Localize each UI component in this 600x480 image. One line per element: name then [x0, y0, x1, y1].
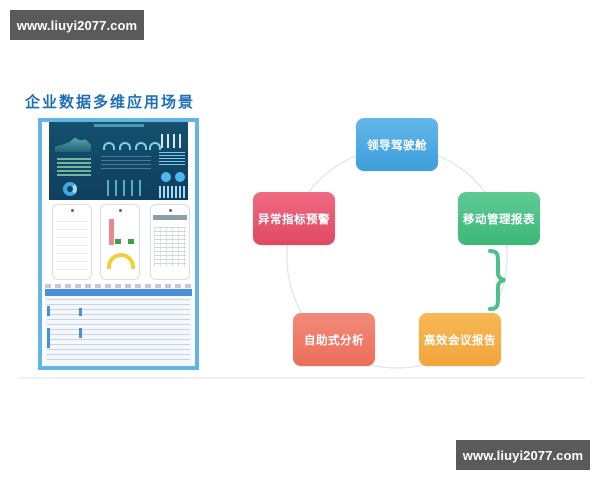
table-thumbnail [101, 156, 151, 172]
area-chart-icon [55, 137, 91, 152]
node-leadership-cockpit: 领导驾驶舱 [356, 118, 438, 171]
form-header [45, 289, 192, 296]
table-grid [154, 227, 186, 267]
gauge-icon [119, 142, 131, 150]
form-rows [47, 299, 190, 364]
green-marker-icon [115, 239, 121, 244]
pie-chart-icon [175, 172, 185, 182]
node-label: 自助式分析 [304, 332, 364, 347]
column-chart-icon [107, 180, 147, 196]
column-chart-icon [161, 134, 183, 148]
gauge-icon [103, 142, 115, 150]
watermark-top-text: www.liuyi2077.com [16, 17, 138, 33]
node-label: 高效会议报告 [424, 332, 496, 347]
mobile-form-screen-thumbnail [52, 204, 92, 280]
bar-chart-icon [109, 219, 114, 245]
bar-chart-icon [57, 158, 91, 178]
node-self-service-analysis: 自助式分析 [293, 313, 375, 366]
camera-dot [169, 209, 172, 212]
node-label: 领导驾驶舱 [367, 137, 427, 152]
watermark-bottom-text: www.liuyi2077.com [462, 447, 584, 463]
curly-brace-icon [488, 249, 506, 311]
section-title: 企业数据多维应用场景 [25, 93, 196, 111]
node-label: 移动管理报表 [463, 211, 535, 226]
desktop-form-screen-thumbnail [45, 284, 192, 366]
gauge-icon [149, 142, 161, 150]
form-toolbar [45, 284, 192, 288]
pie-chart-icon [161, 172, 171, 182]
form-side-label [79, 328, 82, 338]
watermark-bottom: www.liuyi2077.com [456, 440, 590, 470]
table-header [153, 215, 187, 220]
green-marker-icon [128, 239, 134, 244]
mobile-chart-screen-thumbnail [100, 204, 140, 280]
form-side-label [47, 306, 50, 316]
form-side-label [79, 308, 82, 316]
donut-chart-icon [63, 182, 77, 196]
camera-dot [119, 209, 122, 212]
bar-chart-icon [159, 152, 185, 166]
node-label: 异常指标预警 [258, 211, 330, 226]
camera-dot [71, 209, 74, 212]
watermark-top: www.liuyi2077.com [10, 10, 144, 40]
column-chart-icon [159, 186, 185, 198]
gauge-icon [107, 253, 135, 269]
screenshot-collage [38, 118, 199, 370]
gauge-icon [135, 142, 147, 150]
dashboard-title-bar [94, 124, 144, 127]
form-side-label [47, 328, 50, 348]
node-efficient-meeting-reports: 高效会议报告 [419, 313, 501, 366]
mobile-table-screen-thumbnail [150, 204, 190, 280]
separator-line [18, 377, 585, 379]
node-mobile-management-reports: 移动管理报表 [458, 192, 540, 245]
dashboard-screen-thumbnail [49, 122, 188, 200]
node-anomaly-alert: 异常指标预警 [253, 192, 335, 245]
